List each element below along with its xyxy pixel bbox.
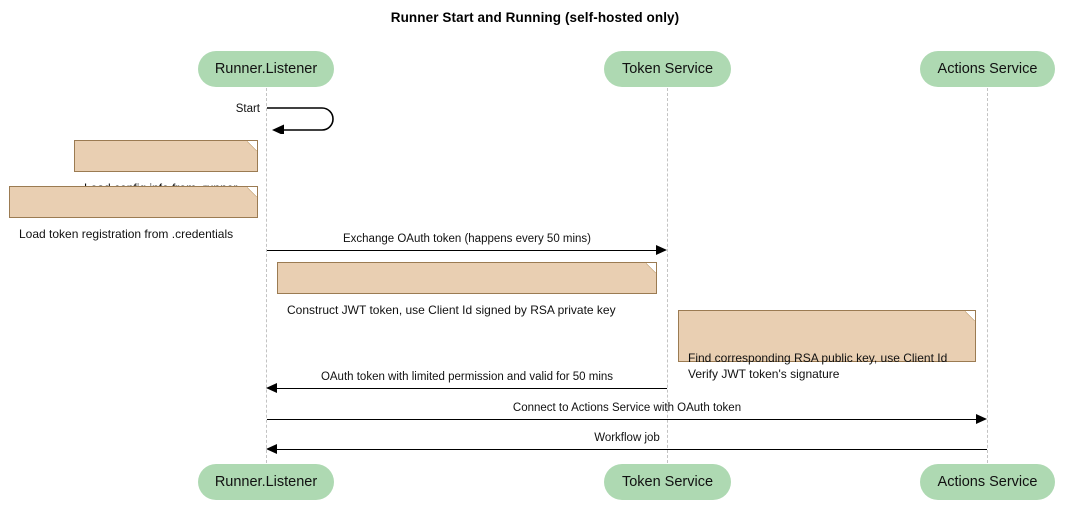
message-line-workflow-job — [272, 449, 987, 450]
arrowhead-workflow-job — [266, 444, 277, 454]
note-text: Construct JWT token, use Client Id signe… — [287, 303, 616, 317]
lifeline-actions — [987, 88, 988, 463]
participant-label: Token Service — [621, 474, 714, 490]
message-line-oauth-token-response — [272, 388, 667, 389]
message-label-oauth-token-response: OAuth token with limited permission and … — [320, 371, 614, 383]
note-text: Load token registration from .credential… — [19, 227, 234, 241]
note-fold-icon — [247, 186, 258, 197]
participant-label: Runner.Listener — [214, 61, 318, 77]
participant-label: Actions Service — [937, 61, 1038, 77]
message-line-connect-actions-service — [267, 419, 982, 420]
note-load-token-registration: Load token registration from .credential… — [9, 186, 258, 241]
note-text: Find corresponding RSA public key, use C… — [688, 351, 948, 381]
arrowhead-exchange-oauth-token — [656, 245, 667, 255]
participant-label: Runner.Listener — [214, 474, 318, 490]
lifeline-token — [667, 88, 668, 463]
message-label-exchange-oauth-token: Exchange OAuth token (happens every 50 m… — [342, 233, 592, 245]
lifeline-runner — [266, 88, 267, 463]
note-fold-icon — [965, 310, 976, 321]
participant-actions-bottom[interactable]: Actions Service — [920, 464, 1055, 500]
message-label-start: Start — [235, 103, 260, 115]
note-load-config-info: Load config info from .runner — [74, 140, 258, 195]
note-verify-jwt-signature: Find corresponding RSA public key, use C… — [678, 310, 976, 381]
self-message-start — [266, 102, 346, 134]
participant-token-bottom[interactable]: Token Service — [604, 464, 731, 500]
participant-actions-top[interactable]: Actions Service — [920, 51, 1055, 87]
note-construct-jwt-token: Construct JWT token, use Client Id signe… — [277, 262, 657, 317]
message-label-workflow-job: Workflow job — [594, 432, 660, 444]
diagram-title: Runner Start and Running (self-hosted on… — [390, 10, 680, 25]
participant-label: Actions Service — [937, 474, 1038, 490]
message-line-exchange-oauth-token — [267, 250, 662, 251]
participant-token-top[interactable]: Token Service — [604, 51, 731, 87]
message-label-connect-actions-service: Connect to Actions Service with OAuth to… — [512, 402, 742, 414]
note-fold-icon — [247, 140, 258, 151]
arrowhead-connect-actions-service — [976, 414, 987, 424]
participant-runner-top[interactable]: Runner.Listener — [198, 51, 334, 87]
participant-runner-bottom[interactable]: Runner.Listener — [198, 464, 334, 500]
note-fold-icon — [646, 262, 657, 273]
arrowhead-oauth-token-response — [266, 383, 277, 393]
participant-label: Token Service — [621, 61, 714, 77]
